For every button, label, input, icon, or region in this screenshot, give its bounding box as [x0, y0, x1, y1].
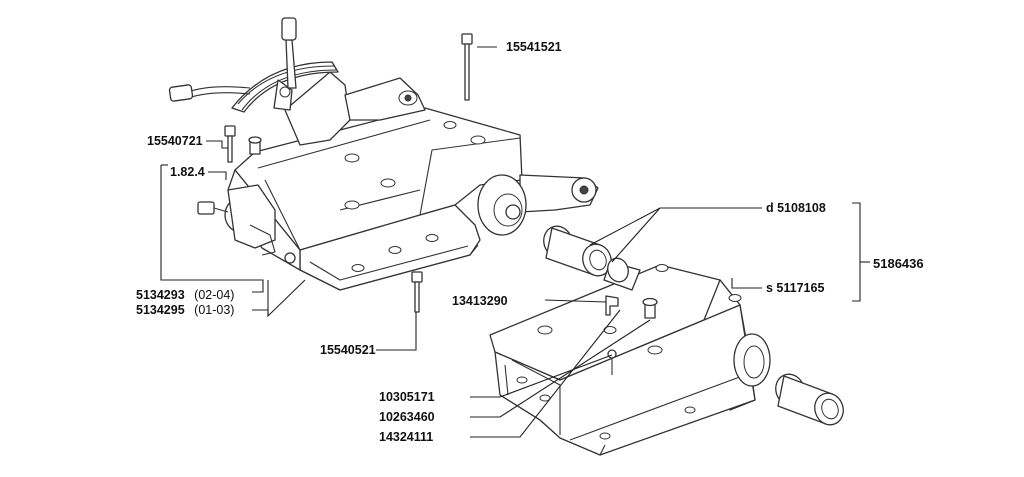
label-15540721: 15540721 [147, 134, 203, 148]
leader-lines [160, 46, 870, 438]
label-d-5108108: d 5108108 [766, 201, 826, 215]
label-5134295: 5134295 [136, 303, 185, 317]
label-15540521: 15540521 [320, 343, 376, 357]
bushing-middle-icon [603, 257, 641, 291]
label-1-82-4: 1.82.4 [170, 165, 205, 179]
upper-lift-housing [168, 17, 599, 291]
label-14324111: 14324111 [379, 430, 434, 444]
bolt-15541521-icon [461, 33, 473, 101]
label-range-01-03: (01-03) [194, 303, 235, 317]
bushing-lower-icon [775, 373, 844, 426]
label-s-5117165: s 5117165 [766, 281, 825, 295]
bolt-15540721-icon [224, 125, 236, 163]
label-13413290: 13413290 [452, 294, 508, 308]
label-15541521: 15541521 [506, 40, 562, 54]
label-5134293-row: 5134293 (02-04) [136, 288, 234, 302]
lower-lift-housing [489, 264, 771, 456]
label-10263460: 10263460 [379, 410, 435, 424]
label-range-02-04: (02-04) [194, 288, 235, 302]
label-5134293: 5134293 [136, 288, 185, 302]
label-5186436: 5186436 [873, 256, 924, 271]
label-10305171: 10305171 [379, 390, 435, 404]
label-5134295-row: 5134295 (01-03) [136, 303, 234, 317]
bolt-15540521-icon [411, 271, 423, 313]
bushing-upper-icon [543, 225, 612, 277]
